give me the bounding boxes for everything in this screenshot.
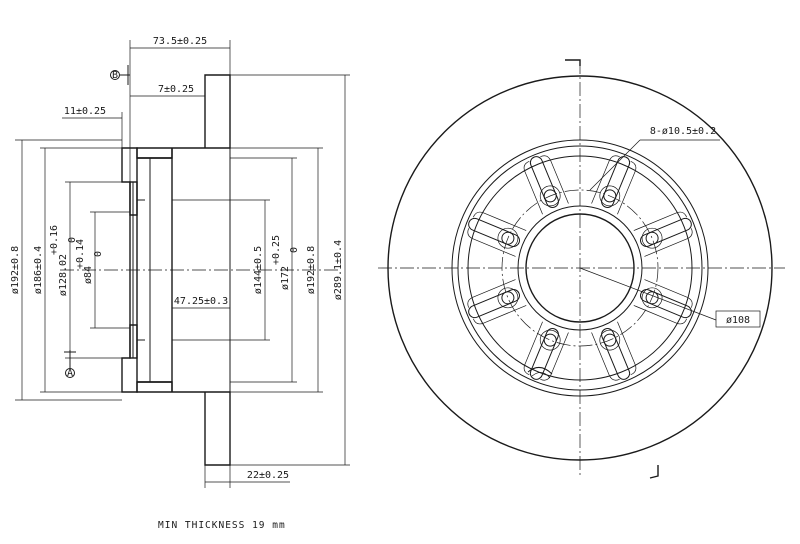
dim-friction-ring-thickness: 22±0.25 bbox=[247, 470, 289, 481]
dim-hub-lip: 11±0.25 bbox=[64, 106, 106, 117]
dim-pcd: ø108 bbox=[726, 315, 750, 326]
dim-overall-depth: 73.5±0.25 bbox=[153, 36, 207, 47]
bolt-hole bbox=[543, 333, 557, 347]
radial-ribs bbox=[467, 155, 693, 381]
bolt-hole-boss bbox=[497, 227, 519, 249]
dim-dia-172: ø172 bbox=[280, 266, 291, 290]
datum-b-label: B bbox=[112, 70, 118, 81]
friction-ring-bottom bbox=[136, 381, 231, 466]
bolt-hole bbox=[603, 189, 617, 203]
rib bbox=[523, 321, 569, 381]
bolt-hole-boss bbox=[539, 185, 561, 207]
disc-outer-edge bbox=[387, 75, 773, 461]
bolt-hole bbox=[543, 189, 557, 203]
section-view: B A 73.5±0.25 7±0.25 11±0.25 47.25±0.3 2… bbox=[10, 36, 350, 488]
dim-hub-bore-depth: 47.25±0.3 bbox=[174, 296, 228, 307]
dim-bolt-holes: 8-ø10.5±0.2 bbox=[650, 126, 716, 137]
dim-dia-128-tol-upper: +0.16 bbox=[49, 225, 60, 255]
hub-inner-ring bbox=[517, 205, 643, 331]
dim-dia-84-tol-lower: 0 bbox=[93, 251, 104, 257]
hub-outer-edge bbox=[467, 155, 693, 381]
bolt-hole bbox=[603, 333, 617, 347]
datum-a-symbol bbox=[65, 368, 75, 378]
rib bbox=[467, 211, 527, 257]
bolt-hole-boss bbox=[641, 287, 663, 309]
dim-dia-128-tol-lower: 0 bbox=[67, 237, 78, 243]
pcd-circle bbox=[501, 189, 659, 347]
datum-a-label: A bbox=[67, 368, 73, 379]
rib bbox=[591, 321, 637, 381]
dim-flange-offset: 7±0.25 bbox=[158, 84, 194, 95]
dim-dia-84-tol-upper: +0.14 bbox=[75, 239, 86, 269]
dim-dia-192-right: ø192±0.8 bbox=[306, 246, 317, 294]
bolt-hole-boss bbox=[497, 287, 519, 309]
rib bbox=[523, 155, 569, 215]
bolt-hole-boss bbox=[599, 185, 621, 207]
bolt-hole bbox=[501, 231, 515, 245]
pcd-label-box bbox=[715, 310, 761, 328]
friction-ring-inner-edge bbox=[451, 139, 709, 397]
dim-dia-172-tol-upper: +0.25 bbox=[271, 235, 282, 265]
bolt-hole bbox=[645, 231, 659, 245]
rib bbox=[467, 279, 527, 325]
dim-dia-144: ø144±0.5 bbox=[253, 246, 264, 294]
min-thickness-note: MIN THICKNESS 19 mm bbox=[158, 520, 286, 531]
bolt-holes bbox=[497, 185, 663, 351]
bolt-hole-boss bbox=[539, 329, 561, 351]
dim-dia-186: ø186±0.4 bbox=[33, 246, 44, 294]
dim-dia-192-left: ø192±0.8 bbox=[10, 246, 21, 294]
bolt-hole-boss bbox=[599, 329, 621, 351]
rib bbox=[633, 211, 693, 257]
dim-dia-84: ø84 bbox=[83, 266, 94, 284]
dim-dia-289: ø289.1±0.4 bbox=[333, 240, 344, 300]
bolt-hole-boss bbox=[641, 227, 663, 249]
rib bbox=[591, 155, 637, 215]
front-view: 8-ø10.5±0.2 ø108 bbox=[378, 59, 785, 479]
dim-dia-128: ø128.02 bbox=[58, 254, 69, 296]
center-bore bbox=[525, 213, 635, 323]
datum-b-symbol bbox=[110, 70, 120, 80]
dim-dia-172-tol-lower: 0 bbox=[289, 247, 300, 253]
rib bbox=[633, 279, 693, 325]
bolt-hole bbox=[501, 291, 515, 305]
